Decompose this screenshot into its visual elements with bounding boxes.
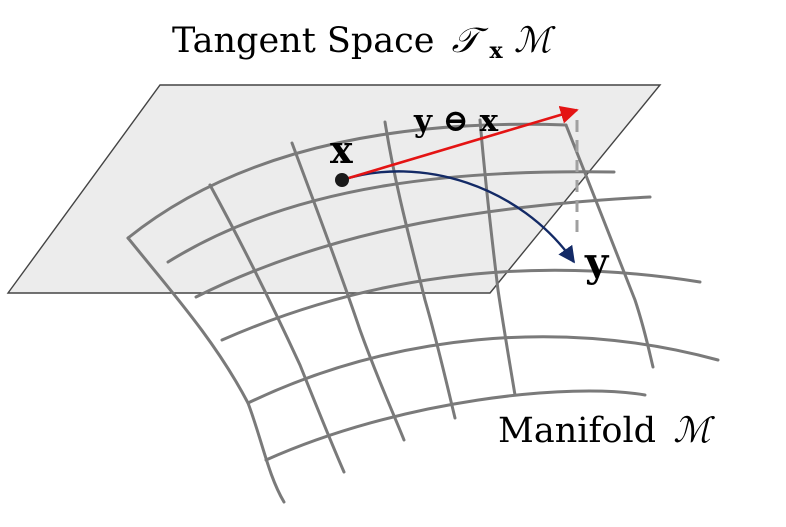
title-tangent-symbol: 𝒯 bbox=[452, 21, 489, 61]
tangent-vector bbox=[341, 105, 579, 182]
manifold-symbol: ℳ bbox=[673, 411, 715, 451]
title-text: Tangent Space bbox=[172, 21, 434, 61]
title-subscript: x bbox=[490, 38, 504, 64]
title-label: Tangent Space 𝒯 x ℳ bbox=[172, 21, 556, 67]
log-map-label: y ⊖ x bbox=[413, 103, 499, 139]
point-y-label: y bbox=[584, 239, 610, 286]
title-manifold-symbol: ℳ bbox=[514, 21, 556, 61]
point-x-marker bbox=[335, 173, 349, 187]
manifold-grid bbox=[126, 118, 720, 504]
manifold-text: Manifold bbox=[498, 411, 656, 451]
tangent-plane bbox=[6, 84, 662, 294]
geodesic-curve bbox=[341, 170, 575, 264]
manifold-label: Manifold ℳ bbox=[498, 411, 715, 451]
point-x-label: x bbox=[330, 127, 353, 172]
